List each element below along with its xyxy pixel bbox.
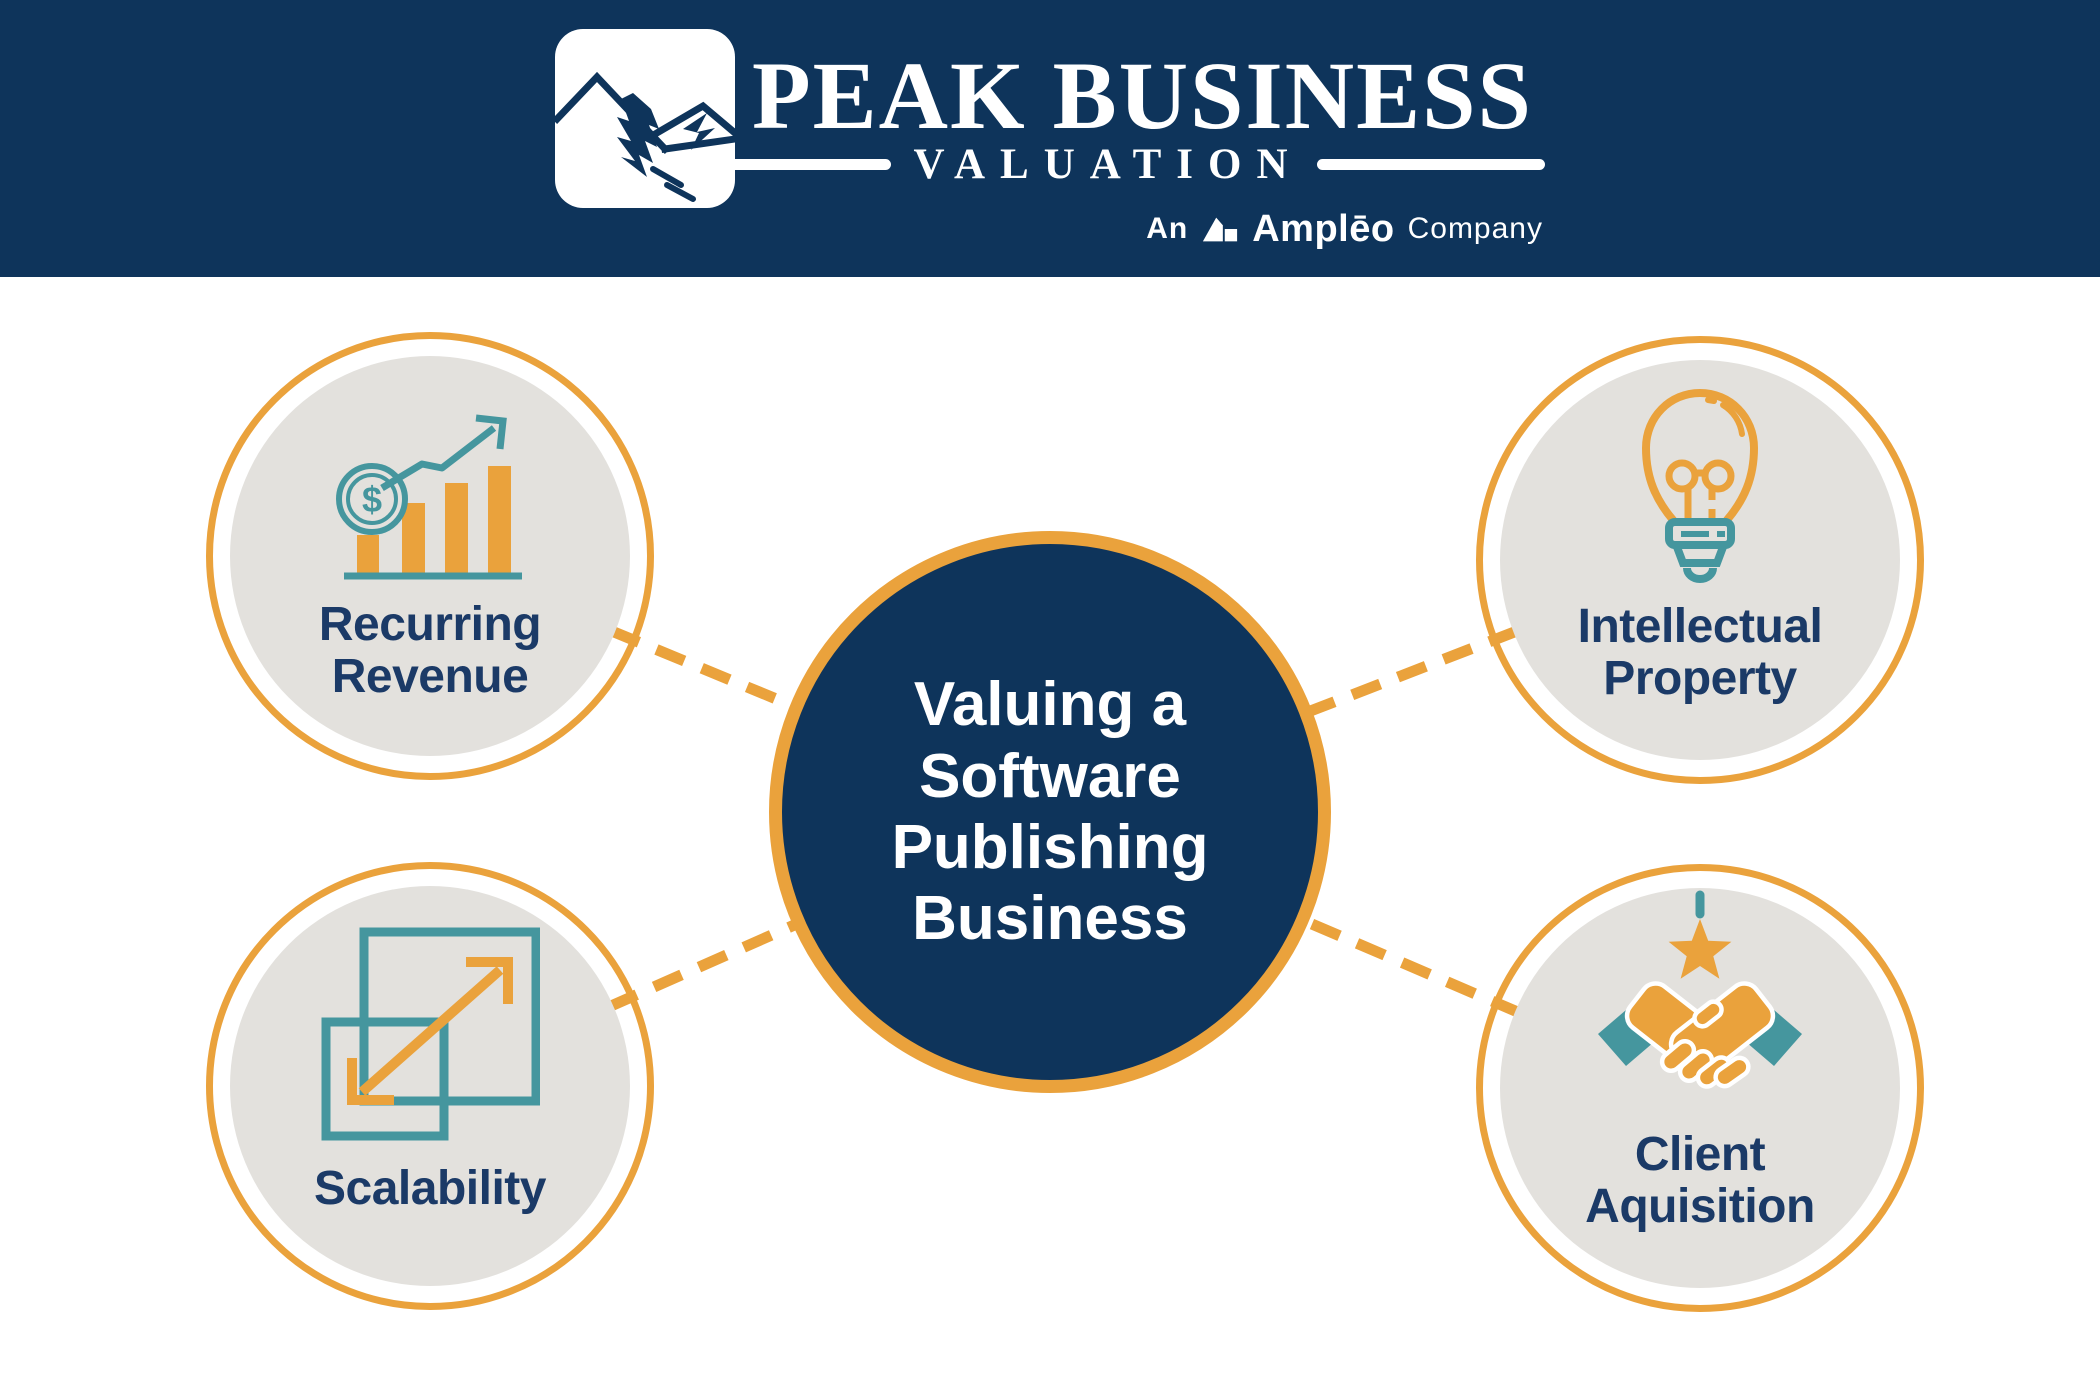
node-scalability: Scalability bbox=[206, 862, 654, 1310]
mountain-icon bbox=[555, 71, 735, 202]
divider-right bbox=[1316, 158, 1545, 170]
ampleo-logo-icon bbox=[1203, 217, 1238, 242]
tagline-company: Company bbox=[1407, 212, 1543, 245]
tagline-an: An bbox=[1146, 212, 1189, 245]
node-disc: $ Recurring Revenue bbox=[230, 356, 630, 756]
lightbulb-icon bbox=[1641, 388, 1759, 583]
brand-name: PEAK BUSINESS bbox=[752, 42, 1533, 149]
brand-subtitle: VALUATION bbox=[913, 140, 1303, 188]
node-label: Intellectual Property bbox=[1577, 600, 1823, 705]
divider-left bbox=[663, 158, 891, 170]
tagline-ampleo: Amplēo bbox=[1252, 207, 1395, 250]
scale-squares-icon bbox=[321, 927, 540, 1141]
revenue-chart-icon: $ bbox=[336, 414, 522, 580]
peak-logo bbox=[555, 29, 735, 208]
dollar-sign: $ bbox=[362, 479, 382, 520]
node-recurring-revenue: $ Recurring Revenue bbox=[206, 332, 654, 780]
node-client-aquisition: Client Aquisition bbox=[1476, 864, 1924, 1312]
brand-subtitle-row: VALUATION bbox=[663, 140, 1545, 188]
node-disc: Client Aquisition bbox=[1500, 888, 1900, 1288]
handshake-icon bbox=[1598, 890, 1802, 1089]
node-disc: Scalability bbox=[230, 886, 630, 1286]
center-title: Valuing a Software Publishing Business bbox=[891, 670, 1209, 954]
node-label: Recurring Revenue bbox=[318, 598, 542, 703]
node-label: Scalability bbox=[314, 1162, 546, 1215]
star-shape bbox=[1668, 919, 1732, 979]
node-label: Client Aquisition bbox=[1585, 1128, 1815, 1233]
ampleo-tagline: An Amplēo Company bbox=[1146, 206, 1543, 252]
node-intellectual-property: Intellectual Property bbox=[1476, 336, 1924, 784]
node-disc: Intellectual Property bbox=[1500, 360, 1900, 760]
header-banner: PEAK BUSINESS VALUATION An Amplēo Compan… bbox=[0, 0, 2100, 277]
center-topic-circle: Valuing a Software Publishing Business bbox=[769, 531, 1331, 1093]
